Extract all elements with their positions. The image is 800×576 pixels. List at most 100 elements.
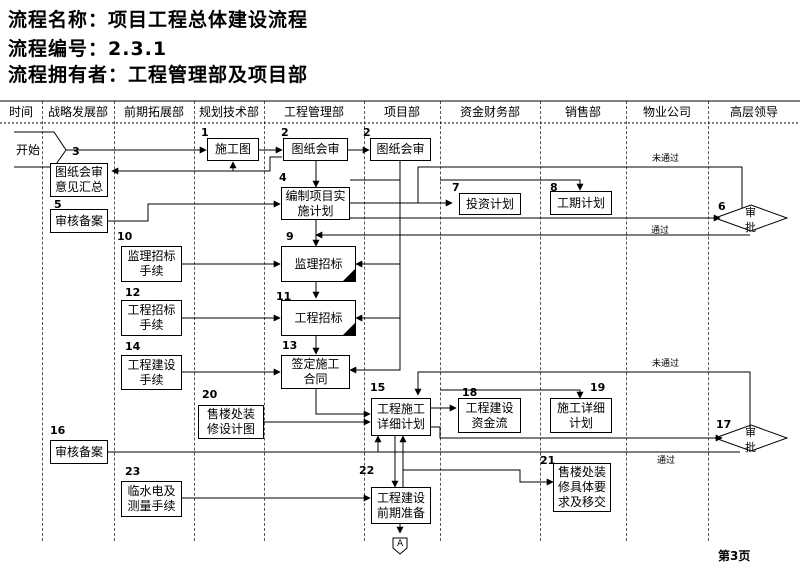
node-supervision-bid-procedure[interactable]: 监理招标 手续 bbox=[121, 246, 182, 282]
node-construction-procedure[interactable]: 工程建设 手续 bbox=[121, 355, 182, 390]
node-detail-schedule[interactable]: 施工详细 计划 bbox=[550, 398, 612, 433]
lane-header-engineering: 工程管理部 bbox=[283, 105, 344, 119]
node-utilities-survey[interactable]: 临水电及 测量手续 bbox=[121, 481, 182, 517]
step-number: 23 bbox=[125, 465, 141, 478]
decision-approval-2-top: 审 bbox=[745, 426, 756, 439]
step-number: 20 bbox=[202, 388, 218, 401]
arrow-project-to-contract bbox=[349, 180, 401, 374]
node-opinion-summary[interactable]: 图纸会审 意见汇总 bbox=[50, 163, 108, 197]
step-number: 17 bbox=[716, 418, 732, 431]
step-number: 10 bbox=[117, 230, 133, 243]
lane-separator bbox=[364, 101, 365, 541]
node-engineering-bid-procedure[interactable]: 工程招标 手续 bbox=[121, 300, 182, 336]
decision-approval-2-bottom: 批 bbox=[745, 441, 756, 454]
lane-header-time: 时间 bbox=[8, 105, 33, 119]
lane-separator bbox=[708, 101, 709, 541]
node-filing-2[interactable]: 审核备案 bbox=[50, 440, 108, 464]
step-number: 2 bbox=[281, 126, 289, 139]
arrow-to-schedule bbox=[440, 179, 584, 191]
step-number: 12 bbox=[125, 286, 141, 299]
step-number: 3 bbox=[72, 145, 80, 158]
arrow-project-review-to-plan bbox=[350, 161, 401, 181]
node-schedule-plan[interactable]: 工期计划 bbox=[550, 191, 612, 215]
lane-header-finance: 资金财务部 bbox=[459, 105, 520, 119]
connector-a-label: A bbox=[397, 539, 404, 549]
decision-approval-1-top: 审 bbox=[745, 206, 756, 219]
process-owner: 流程拥有者：工程管理部及项目部 bbox=[8, 63, 308, 87]
lane-separator bbox=[440, 101, 441, 541]
step-number: 22 bbox=[359, 464, 375, 477]
lane-header-project: 项目部 bbox=[383, 105, 420, 119]
lane-separator bbox=[540, 101, 541, 541]
step-number: 2 bbox=[363, 126, 371, 139]
note-not-passed-2: 未通过 bbox=[652, 359, 680, 369]
corner-mark bbox=[343, 269, 355, 281]
process-code-value: 2.3.1 bbox=[108, 38, 168, 60]
node-preliminary-preparation[interactable]: 工程建设 前期准备 bbox=[371, 487, 431, 524]
step-number: 8 bbox=[550, 181, 558, 194]
step-number: 15 bbox=[370, 381, 386, 394]
arrow-to-sales-requirements bbox=[403, 469, 554, 486]
node-drawing-review-engineering[interactable]: 图纸会审 bbox=[283, 138, 348, 161]
node-sales-office-requirements[interactable]: 售楼处装 修具体要 求及移交 bbox=[553, 463, 611, 512]
step-number: 11 bbox=[276, 290, 292, 303]
node-investment-plan[interactable]: 投资计划 bbox=[459, 193, 521, 215]
arrow-contract-to-detail bbox=[315, 389, 371, 418]
lane-separator bbox=[264, 101, 265, 541]
node-project-plan[interactable]: 编制项目实 施计划 bbox=[281, 187, 350, 220]
arrow-detail-to-schedule bbox=[440, 389, 584, 399]
corner-mark bbox=[343, 323, 355, 335]
process-code-label: 流程编号： bbox=[8, 38, 109, 60]
step-number: 1 bbox=[201, 126, 209, 139]
step-number: 5 bbox=[54, 198, 62, 211]
lane-header-strategy: 战略发展部 bbox=[47, 105, 108, 119]
node-capital-flow[interactable]: 工程建设 资金流 bbox=[458, 398, 521, 433]
arrow-not-passed-to-plan bbox=[350, 185, 742, 195]
lane-header-property: 物业公司 bbox=[642, 105, 691, 119]
start-label: 开始 bbox=[16, 143, 41, 157]
arrow-filing-to-plan bbox=[108, 200, 281, 222]
step-number: 4 bbox=[279, 171, 287, 184]
node-filing-1[interactable]: 审核备案 bbox=[50, 209, 108, 233]
process-name: 流程名称：项目工程总体建设流程 bbox=[8, 8, 308, 32]
lane-separator bbox=[114, 101, 115, 541]
lane-header-sales: 销售部 bbox=[564, 105, 601, 119]
lane-header-leadership: 高层领导 bbox=[729, 105, 778, 119]
loop-not-passed-1 bbox=[417, 166, 743, 208]
loop-not-passed-2 bbox=[414, 371, 751, 428]
note-not-passed-1: 未通过 bbox=[652, 154, 680, 164]
process-code: 流程编号：2.3.1 bbox=[8, 37, 167, 61]
connector-a-shape bbox=[392, 537, 408, 555]
lane-separator bbox=[626, 101, 627, 541]
decision-approval-1-shape bbox=[713, 204, 789, 232]
step-number: 19 bbox=[590, 381, 606, 394]
node-construction-drawing[interactable]: 施工图 bbox=[207, 138, 259, 161]
note-passed-2: 通过 bbox=[657, 456, 676, 466]
step-number: 14 bbox=[125, 340, 141, 353]
process-owner-label: 流程拥有者： bbox=[8, 64, 129, 86]
arrow-detail-to-approval bbox=[431, 426, 723, 442]
step-number: 9 bbox=[286, 230, 294, 243]
process-name-value: 项目工程总体建设流程 bbox=[108, 9, 309, 31]
lane-header-planning: 规划技术部 bbox=[198, 105, 259, 119]
node-drawing-review-project[interactable]: 图纸会审 bbox=[370, 138, 431, 161]
node-sign-contract[interactable]: 签定施工 合同 bbox=[281, 355, 350, 389]
decision-approval-2-shape bbox=[713, 424, 789, 452]
step-number: 6 bbox=[718, 200, 726, 213]
lane-header-early-dev: 前期拓展部 bbox=[123, 105, 184, 119]
arrow-review-to-summary bbox=[111, 156, 282, 175]
step-number: 21 bbox=[540, 454, 556, 467]
step-number: 18 bbox=[462, 386, 478, 399]
note-passed-1: 通过 bbox=[651, 226, 670, 236]
step-number: 7 bbox=[452, 181, 460, 194]
step-number: 16 bbox=[50, 424, 66, 437]
page-number: 第3页 bbox=[718, 549, 751, 563]
lane-separator bbox=[194, 101, 195, 541]
decision-approval-1-bottom: 批 bbox=[745, 221, 756, 234]
step-number: 13 bbox=[282, 339, 298, 352]
node-detail-construction-plan[interactable]: 工程施工 详细计划 bbox=[371, 398, 431, 436]
lane-separator bbox=[42, 101, 43, 541]
node-sales-office-design[interactable]: 售楼处装 修设计图 bbox=[198, 405, 264, 439]
process-owner-value: 工程管理部及项目部 bbox=[128, 64, 309, 86]
